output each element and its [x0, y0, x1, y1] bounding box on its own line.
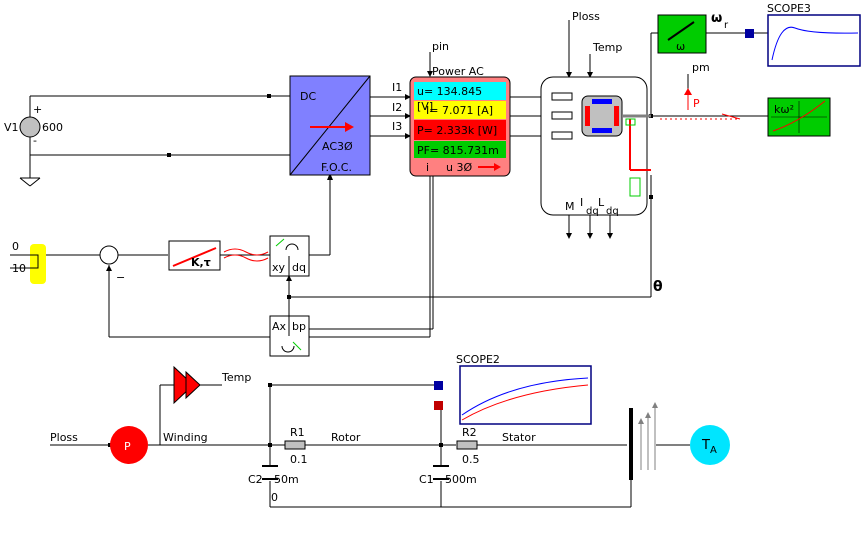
- inverter-foc-label: F.O.C.: [321, 161, 352, 174]
- c1-value: 500m: [445, 473, 477, 486]
- stator-label: Stator: [502, 431, 536, 444]
- meter-voltage: u= 134.845: [417, 85, 482, 98]
- load-label: kω²: [774, 103, 794, 116]
- r2-name: R2: [462, 426, 477, 439]
- meter-power-factor: PF= 815.731m: [417, 144, 499, 157]
- source-value: 600: [42, 121, 63, 134]
- scope2-display[interactable]: [459, 365, 592, 425]
- scope2-port-2: [434, 401, 443, 410]
- meter-title: Power AC: [432, 65, 484, 78]
- theta-output-label: θ: [653, 279, 663, 295]
- rotor-label: Rotor: [331, 431, 361, 444]
- inverter-dc-label: DC: [300, 90, 316, 103]
- scope2-title: SCOPE2: [456, 353, 500, 366]
- meter-footer-u: u 3Ø: [446, 161, 472, 174]
- meter-footer-i: i: [426, 161, 429, 174]
- source-plus-label: +: [33, 103, 42, 116]
- thermal-ground-label: 0: [271, 491, 278, 504]
- heat-source[interactable]: P: [110, 426, 148, 464]
- power-meter[interactable]: u= 134.845 [V] I= 7.071 [A] P= 2.333k [W…: [409, 76, 511, 177]
- sum-minus-sign: −: [116, 271, 125, 284]
- bp-label: bp: [292, 320, 306, 333]
- capacitor-c1[interactable]: C1 500m: [419, 465, 477, 486]
- controller-input-0: 0: [12, 240, 19, 253]
- controller-input-10: 10: [12, 262, 26, 275]
- motor-label-l: L: [598, 196, 605, 209]
- meter-current: I= 7.071 [A]: [426, 104, 493, 117]
- motor-label-dq1: dq: [586, 206, 599, 217]
- phase-label-1: I1: [392, 81, 402, 94]
- abc-dq-transform[interactable]: Ax bp: [269, 315, 310, 357]
- wires-upper: [10, 20, 768, 338]
- ambient-block[interactable]: T A: [629, 402, 730, 480]
- resistor-r1[interactable]: R1 0.1: [284, 426, 308, 466]
- abc-label: Ax: [272, 320, 287, 333]
- r1-name: R1: [290, 426, 305, 439]
- meter-voltage-unit: [V]: [417, 100, 433, 113]
- thermal-ploss-label: Ploss: [50, 431, 78, 444]
- c2-name: C2: [248, 473, 263, 486]
- thermal-temp-label: Temp: [221, 371, 251, 384]
- motor-temp-label: Temp: [592, 41, 622, 54]
- scope3-title: SCOPE3: [767, 2, 811, 15]
- heat-source-label: P: [124, 440, 131, 453]
- speed-sensor[interactable]: ω: [657, 14, 707, 54]
- speed-output-sub: r: [724, 20, 729, 31]
- motor-block[interactable]: [540, 76, 651, 216]
- motor-label-dq2: dq: [606, 206, 619, 217]
- ground-icon: [19, 177, 41, 187]
- pi-controller[interactable]: K,τ: [168, 240, 221, 271]
- ambient-label: T: [701, 438, 710, 453]
- source-minus-label: -: [33, 134, 37, 147]
- load-pm-label: pm: [692, 61, 710, 74]
- capacitor-c2[interactable]: C2 50m: [248, 465, 299, 486]
- source-name: V1: [4, 121, 19, 134]
- motor-ploss-label: Ploss: [572, 10, 600, 23]
- inverter-ac-label: AC3Ø: [322, 140, 353, 153]
- scope3-display[interactable]: [767, 14, 861, 67]
- voltage-source-v1[interactable]: + - V1 600: [4, 103, 63, 147]
- xy-label: xy: [272, 261, 286, 274]
- winding-label: Winding: [163, 431, 208, 444]
- dq-label: dq: [292, 261, 306, 274]
- phase-label-2: I2: [392, 101, 402, 114]
- meter-power: P= 2.333k [W]: [417, 124, 497, 137]
- r1-value: 0.1: [290, 453, 308, 466]
- phase-label-3: I3: [392, 120, 402, 133]
- temp-sensor[interactable]: [173, 365, 201, 405]
- scope3-port: [745, 29, 754, 38]
- load-power-arrow-label: P: [693, 97, 700, 110]
- scope2-port-1: [434, 381, 443, 390]
- meter-pin-label: pin: [432, 40, 449, 53]
- r2-value: 0.5: [462, 453, 480, 466]
- summing-junction: −: [99, 245, 125, 284]
- resistor-r2[interactable]: R2 0.5: [456, 426, 480, 466]
- pi-label: K,τ: [191, 256, 211, 269]
- motor-label-i: I: [580, 196, 583, 209]
- reference-source[interactable]: [10, 244, 46, 284]
- c1-name: C1: [419, 473, 434, 486]
- ambient-sub: A: [710, 445, 717, 456]
- speed-sensor-label: ω: [676, 40, 685, 53]
- inverter-block[interactable]: DC AC3Ø F.O.C.: [289, 75, 371, 176]
- arrowheads: [106, 71, 613, 281]
- quadratic-load[interactable]: kω²: [767, 97, 831, 137]
- speed-output-label: ω: [711, 11, 722, 26]
- wires-thermal: [50, 384, 690, 508]
- motor-label-m: M: [565, 200, 575, 213]
- xy-dq-transform[interactable]: xy dq: [269, 235, 310, 277]
- signal-wave: [223, 248, 269, 262]
- c2-value: 50m: [274, 473, 299, 486]
- thermal-nodes: [108, 383, 443, 447]
